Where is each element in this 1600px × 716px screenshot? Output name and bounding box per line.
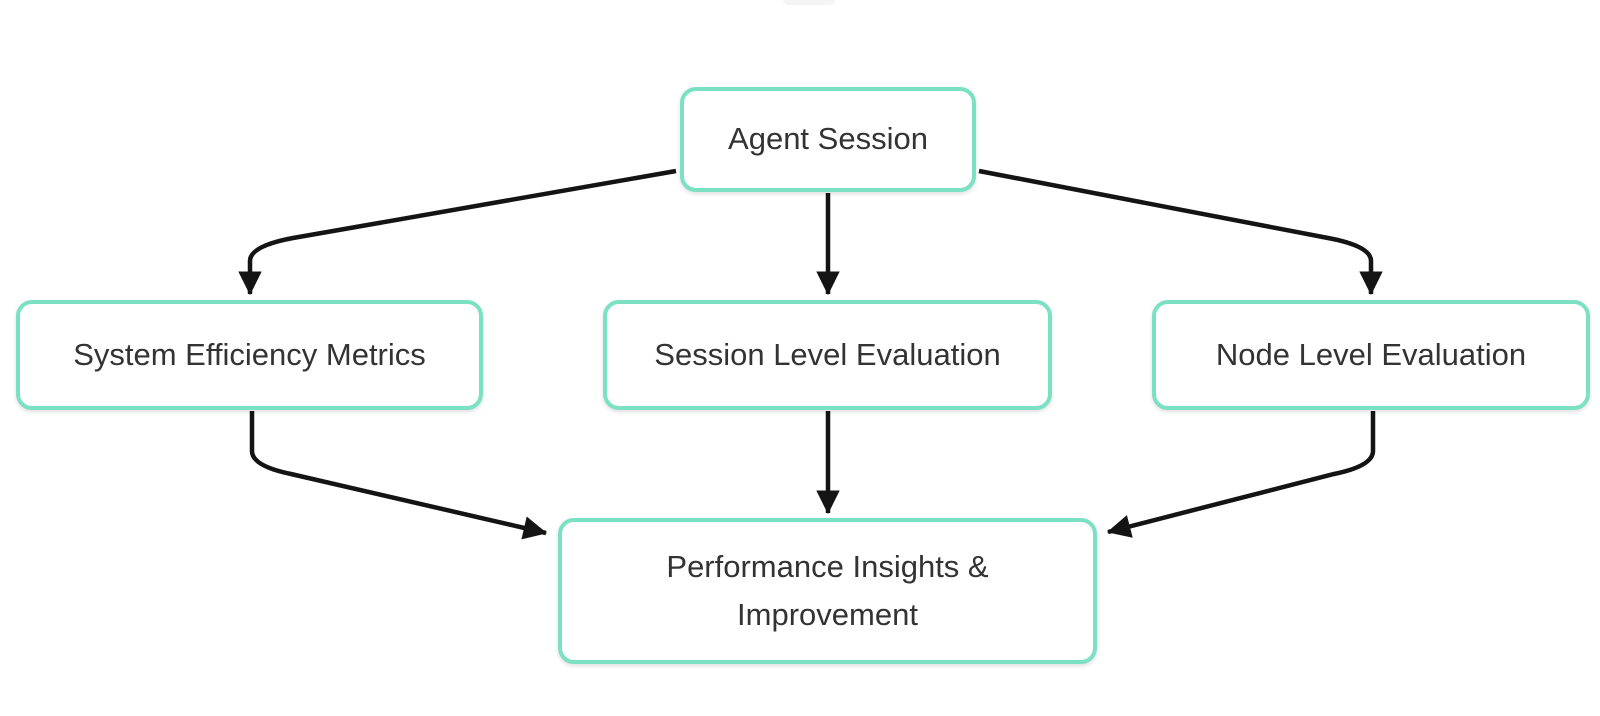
node-system-efficiency-metrics: System Efficiency Metrics [16,300,483,410]
node-session-level-evaluation-label: Session Level Evaluation [654,336,1001,372]
edge-agent-session-to-node-level-evaluation [978,168,1383,296]
node-agent-session-label: Agent Session [728,121,928,157]
cropped-ui-artifact [783,0,835,5]
edge-node-level-evaluation-to-performance-insights [1106,411,1376,538]
node-session-level-evaluation: Session Level Evaluation [603,300,1052,410]
node-agent-session: Agent Session [680,87,976,192]
edge-agent-session-to-system-efficiency-metrics [238,168,677,296]
node-node-level-evaluation-label: Node Level Evaluation [1215,336,1527,372]
edge-system-efficiency-metrics-to-performance-insights [249,411,548,540]
node-performance-insights-improvement: Performance Insights & Improvement [558,518,1097,664]
node-system-efficiency-metrics-label: System Efficiency Metrics [73,336,426,372]
node-node-level-evaluation: Node Level Evaluation [1152,300,1590,410]
node-performance-insights-improvement-label: Performance Insights & Improvement [666,548,989,632]
